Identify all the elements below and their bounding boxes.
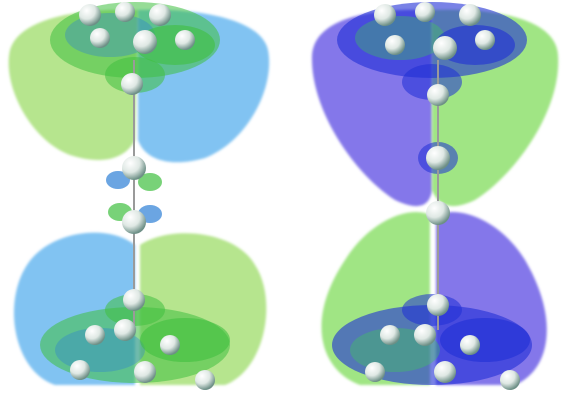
left-mid-blue-lobe: [106, 171, 130, 189]
left-molecule: [8, 2, 270, 390]
right-molecule: [311, 2, 559, 390]
left-mid-green-lobe: [138, 173, 162, 191]
right-atoms: [365, 2, 520, 390]
left-atoms: [70, 2, 215, 390]
